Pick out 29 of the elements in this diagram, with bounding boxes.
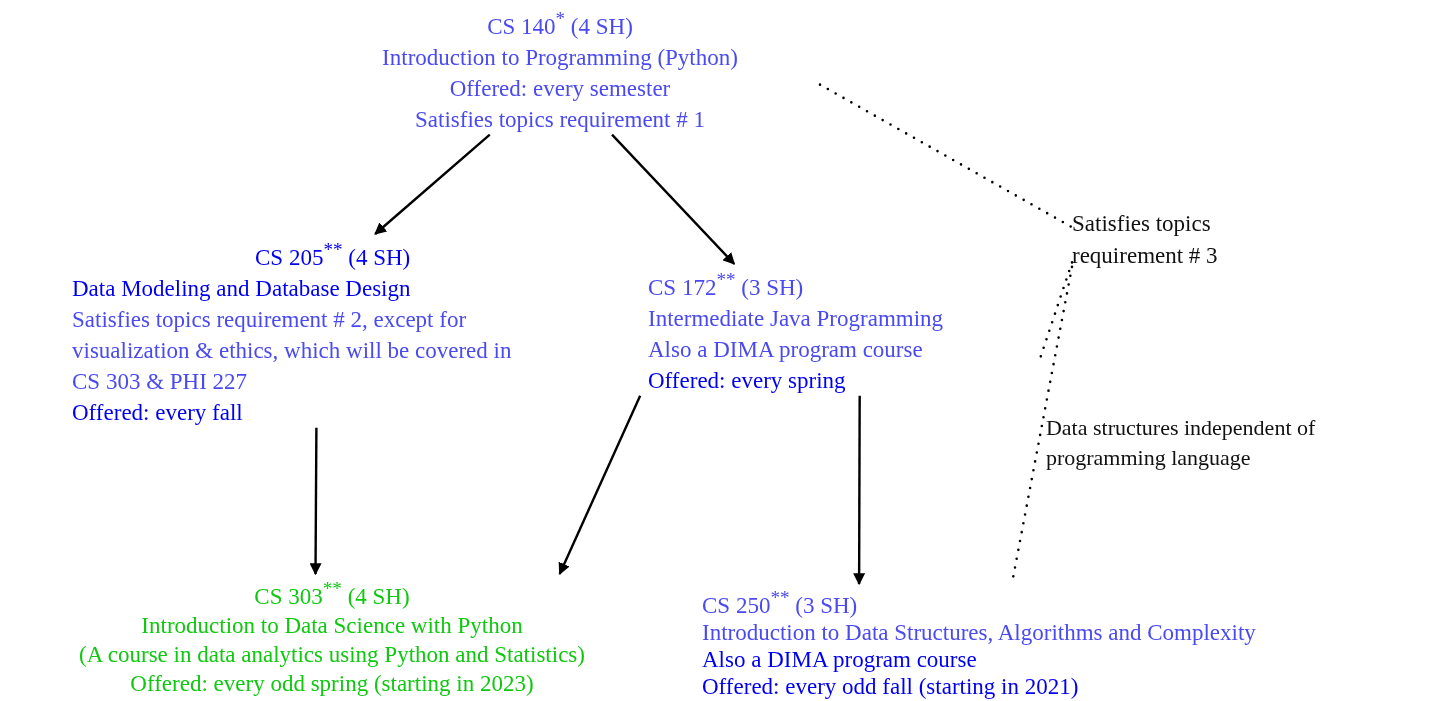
course-description: (A course in data analytics using Python and Statistics) bbox=[78, 640, 586, 669]
course-code: CS 250$^{**}$ (3 SH) bbox=[702, 586, 859, 619]
requirement-note: Satisfies topics requirement # 1 bbox=[414, 105, 706, 134]
arrow bbox=[309, 427, 322, 576]
course-title: Introduction to Data Science with Python bbox=[140, 611, 524, 640]
requirement-note: Satisfies topics requirement # 2, except for visualization & ethics, which will be covered in CS 303 & PHI 227 bbox=[72, 305, 513, 396]
arrow bbox=[611, 133, 736, 265]
annotation-text: Satisfies topics requirement # 3 bbox=[1072, 208, 1277, 272]
offering-note: Offered: every odd fall (starting in 2021) bbox=[702, 672, 1080, 700]
course-code: CS 205$^{**}$ (4 SH) bbox=[254, 238, 412, 272]
program-note: Also a DIMA program course bbox=[702, 645, 978, 673]
edge-label: Data structures independent of programming language bbox=[1045, 414, 1317, 473]
course-title: Introduction to Data Structures, Algorithms and Complexity bbox=[702, 618, 1257, 646]
offering-note: Offered: every odd spring (starting in 2023) bbox=[129, 669, 535, 698]
arrow bbox=[853, 395, 866, 586]
offering-note: Offered: every spring bbox=[648, 366, 847, 395]
course-title: Introduction to Programming (Python) bbox=[381, 43, 739, 72]
offering-note: Offered: every semester bbox=[448, 74, 672, 103]
course-code: CS 172$^{**}$ (3 SH) bbox=[648, 268, 805, 302]
dotted-line bbox=[1038, 261, 1074, 361]
course-title: Data Modeling and Database Design bbox=[72, 274, 412, 303]
dotted-line bbox=[818, 83, 1074, 229]
program-note: Also a DIMA program course bbox=[648, 335, 924, 364]
course-code: CS 303$^{**}$ (4 SH) bbox=[253, 577, 411, 611]
course-title: Intermediate Java Programming bbox=[648, 304, 945, 333]
arrow bbox=[558, 395, 642, 576]
course-code: CS 140$^{*}$ (4 SH) bbox=[486, 7, 634, 41]
offering-note: Offered: every fall bbox=[72, 398, 244, 427]
arrow bbox=[374, 133, 491, 235]
